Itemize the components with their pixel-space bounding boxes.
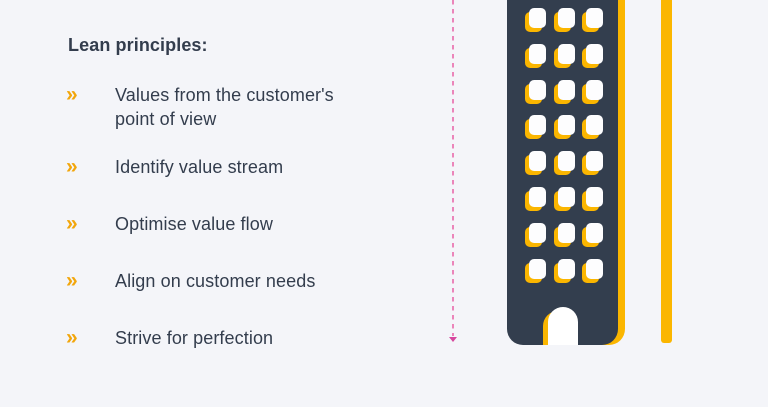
yellow-accent-bar [661, 0, 672, 343]
building-window [557, 151, 575, 172]
building-window [529, 222, 546, 243]
building-window [586, 222, 603, 243]
building-window [586, 187, 603, 207]
list-item: » Align on customer needs [66, 269, 396, 293]
building-window [529, 79, 546, 100]
chevron-bullet-icon: » [66, 83, 78, 106]
dashed-arrow-line [452, 0, 454, 336]
building-window [557, 258, 575, 279]
building-window [586, 79, 603, 100]
chevron-bullet-icon: » [66, 326, 78, 349]
list-item: » Values from the customer's point of vi… [66, 83, 396, 131]
chevron-bullet-icon: » [66, 212, 78, 235]
building-window [557, 115, 575, 136]
building-window [586, 151, 603, 172]
building-window [586, 8, 603, 28]
building-window [529, 258, 546, 279]
page-title: Lean principles: [68, 35, 208, 55]
building-window [529, 43, 546, 64]
arrow-down-icon [449, 337, 457, 342]
building-window [557, 187, 575, 207]
building-illustration [507, 0, 618, 345]
building-window [557, 222, 575, 243]
building-window [529, 115, 546, 136]
list-item-label: Optimise value flow [115, 214, 273, 234]
building-window [529, 8, 546, 28]
building-window [557, 8, 575, 28]
list-item-label: Align on customer needs [115, 271, 316, 291]
list-item-label: Identify value stream [115, 157, 284, 177]
building-window [557, 43, 575, 64]
list-item-label: Strive for perfection [115, 328, 274, 348]
building-door [548, 307, 578, 345]
list-item-label: Values from the customer's point of view [115, 85, 334, 129]
chevron-bullet-icon: » [66, 155, 78, 178]
list-item: » Strive for perfection [66, 326, 396, 350]
list-item: » Identify value stream [66, 155, 396, 179]
building-window [586, 115, 603, 136]
building-window [557, 79, 575, 100]
chevron-bullet-icon: » [66, 269, 78, 292]
principles-list: » Values from the customer's point of vi… [66, 83, 396, 383]
building-window [586, 43, 603, 64]
building-window [586, 258, 603, 279]
building-window [529, 187, 546, 207]
list-item: » Optimise value flow [66, 212, 396, 236]
building-window [529, 151, 546, 172]
